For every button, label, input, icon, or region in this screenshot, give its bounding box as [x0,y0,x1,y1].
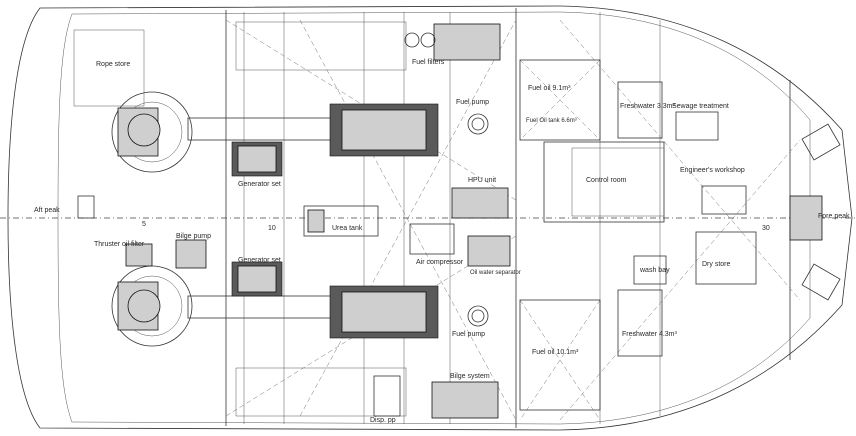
label-freshwater-top: Freshwater 3.3m³ [620,103,676,110]
workshop-bench [701,185,747,215]
label-fuel-pump-top: Fuel pump [456,99,489,106]
rope-store-box [73,29,145,107]
main-engine-starboard [111,265,489,347]
label-generator-set-top: Generator set [238,181,281,188]
dry-store-room [695,231,757,285]
label-engineers-workshop: Engineer's workshop [680,167,745,174]
tank-aft-compartment-bottom [235,367,407,417]
tank-aft-compartment-top [235,21,407,71]
label-hpu-unit: HPU unit [468,177,496,184]
label-bilge-system: Bilge system [450,373,490,380]
inner-hull [57,11,811,425]
label-frame-30: 30 [762,225,770,232]
aft-peak-box [77,195,95,219]
label-control-room: Control room [586,177,627,184]
bow-winch-top [801,123,841,161]
label-rope-store: Rope store [96,61,130,68]
label-fuel-oil-bottom: Fuel oil 10.1m³ [532,349,579,356]
tank-fuel-oil-bottom [519,299,601,411]
wash-basin-room [633,255,667,285]
bilge-pump-unit [175,239,207,269]
tank-fuel-oil-top [519,59,601,141]
sewage-treatment-unit [675,111,719,141]
label-frame-10: 10 [268,225,276,232]
label-air-compressor: Air compressor [416,259,464,266]
bow-thruster-tunnel [789,195,823,241]
label-generator-set-bottom: Generator set [238,257,281,264]
label-fuel-oil-top: Fuel oil 9.1m³ [528,85,571,92]
label-bilge-pump-top: Bilge pump [176,233,211,240]
fuel-filter-unit [433,23,501,61]
label-fuel-oil-top2: Fuel Oil tank 6.6m³ [526,118,577,124]
thruster-oil-filter-unit [125,243,153,267]
hpu-unit [451,187,509,219]
label-fuel-filters: Fuel filters [412,59,445,66]
bilge-system-unit [431,381,499,419]
urea-tank [303,205,379,237]
air-compressor-unit [409,223,455,255]
disp-pump-unit [373,375,401,417]
main-engine-port [111,91,489,173]
label-urea-tank: Urea tank [332,225,363,232]
label-thruster-oil-filter: Thruster oil filter [94,241,145,248]
label-freshwater-bottom: Freshwater 4.3m³ [622,331,678,338]
label-frame-5: 5 [142,221,146,228]
label-oil-water-separator: Oil water separator [470,270,521,276]
tank-freshwater-top [617,81,663,139]
bow-winch-bottom [801,263,841,301]
label-fore-peak: Fore peak [818,213,850,220]
oil-water-separator-unit [467,235,511,267]
label-aft-peak: Aft peak [34,207,60,214]
label-wash-basin: wash bay [639,267,670,274]
label-disp-pump: Disp. pp [370,417,396,424]
label-dry-store: Dry store [702,261,731,268]
label-fuel-pump-bottom: Fuel pump [452,331,485,338]
label-sewage-treatment: Sewage treatment [672,103,729,110]
tank-freshwater-bottom [617,289,663,357]
hull-outline [7,5,853,431]
